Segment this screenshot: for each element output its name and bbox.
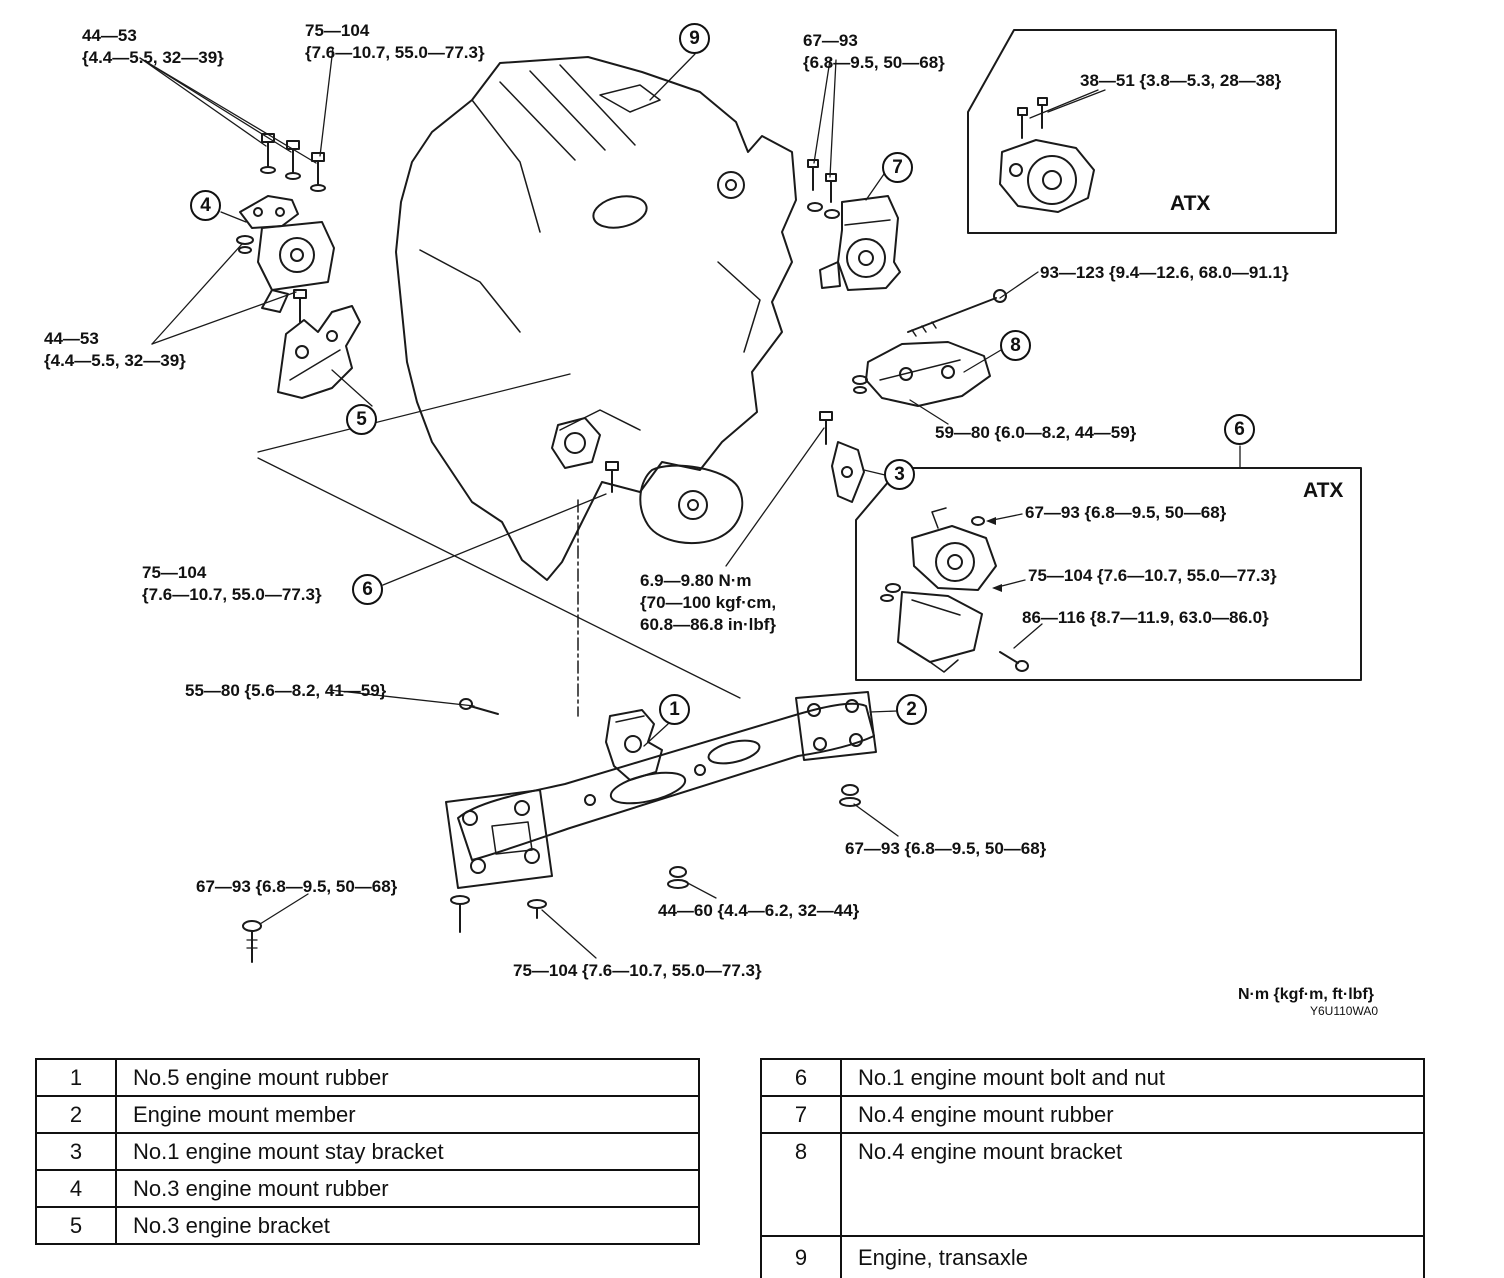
legend-num: 4: [35, 1169, 117, 1208]
torque-label-atx2-86-116: 86—116 {8.7—11.9, 63.0—86.0}: [1022, 608, 1269, 627]
callout-8: 8: [1000, 330, 1031, 361]
legend-num: 5: [35, 1206, 117, 1245]
callout-6-left: 6: [352, 574, 383, 605]
torque-label-bottom-right-67-93: 67—93 {6.8—9.5, 50—68}: [845, 839, 1047, 858]
figure-code: Y6U110WA0: [1310, 1004, 1379, 1018]
legend-row: 3 No.1 engine mount stay bracket: [35, 1132, 700, 1171]
torque-label-93-123: 93—123 {9.4—12.6, 68.0—91.1}: [1040, 263, 1289, 282]
legend-desc: Engine mount member: [115, 1095, 700, 1134]
torque-label-atx1-38-51: 38—51 {3.8—5.3, 28—38}: [1080, 71, 1282, 90]
legend-desc: No.3 engine mount rubber: [115, 1169, 700, 1208]
units-note: N·m {kgf·m, ft·lbf}: [1238, 986, 1374, 1003]
legend-num: 6: [760, 1058, 842, 1097]
legend-num: 2: [35, 1095, 117, 1134]
legend-num: 3: [35, 1132, 117, 1171]
torque-label-55-80: 55—80 {5.6—8.2, 41—59}: [185, 681, 387, 700]
legend-row: 8 No.4 engine mount bracket: [760, 1132, 1425, 1237]
torque-label-atx2-67-93: 67—93 {6.8—9.5, 50—68}: [1025, 503, 1227, 522]
callout-3: 3: [884, 459, 915, 490]
legend-num: 1: [35, 1058, 117, 1097]
legend-desc: No.1 engine mount stay bracket: [115, 1132, 700, 1171]
legend-table-right: 6 No.1 engine mount bolt and nut 7 No.4 …: [760, 1058, 1425, 1278]
callout-1: 1: [659, 694, 690, 725]
callout-7: 7: [882, 152, 913, 183]
torque-label-bottom-left-67-93: 67—93 {6.8—9.5, 50—68}: [196, 877, 398, 896]
legend-num: 9: [760, 1235, 842, 1278]
legend-desc: No.3 engine bracket: [115, 1206, 700, 1245]
legend-desc: No.4 engine mount bracket: [840, 1132, 1425, 1237]
torque-label-atx2-75-104: 75—104 {7.6—10.7, 55.0—77.3}: [1028, 566, 1277, 585]
callout-4: 4: [190, 190, 221, 221]
engine-mount-exploded-diagram: 44—53 {4.4—5.5, 32—39} 75—104 {7.6—10.7,…: [44, 21, 1379, 1018]
legend-table-left: 1 No.5 engine mount rubber 2 Engine moun…: [35, 1058, 700, 1245]
torque-label-6-9-80-nm: 6.9—9.80 N·m {70—100 kgf·cm, 60.8—86.8 i…: [640, 571, 777, 634]
atx1-label: ATX: [1170, 192, 1211, 215]
legend-desc: Engine, transaxle: [840, 1235, 1425, 1278]
legend-num: 7: [760, 1095, 842, 1134]
legend-num: 8: [760, 1132, 842, 1237]
torque-label-59-80: 59—80 {6.0—8.2, 44—59}: [935, 423, 1137, 442]
torque-label-left-44-53: 44—53 {4.4—5.5, 32—39}: [44, 329, 186, 370]
legend-row: 5 No.3 engine bracket: [35, 1206, 700, 1245]
diagram-line-art: [139, 29, 1362, 963]
atx2-label: ATX: [1303, 479, 1344, 502]
legend-row: 4 No.3 engine mount rubber: [35, 1169, 700, 1208]
legend-row: 9 Engine, transaxle: [760, 1235, 1425, 1278]
callout-2: 2: [896, 694, 927, 725]
legend-desc: No.4 engine mount rubber: [840, 1095, 1425, 1134]
torque-label-44-60: 44—60 {4.4—6.2, 32—44}: [658, 901, 860, 920]
torque-label-bottom-75-104: 75—104 {7.6—10.7, 55.0—77.3}: [513, 961, 762, 980]
legend-row: 2 Engine mount member: [35, 1095, 700, 1134]
legend-row: 7 No.4 engine mount rubber: [760, 1095, 1425, 1134]
callout-6-right: 6: [1224, 414, 1255, 445]
torque-label-topleft-44-53: 44—53 {4.4—5.5, 32—39}: [82, 26, 224, 67]
torque-label-mid-75-104: 75—104 {7.6—10.7, 55.0—77.3}: [142, 563, 322, 604]
torque-label-top-67-93: 67—93 {6.8—9.5, 50—68}: [803, 31, 945, 72]
legend-row: 1 No.5 engine mount rubber: [35, 1058, 700, 1097]
legend-desc: No.5 engine mount rubber: [115, 1058, 700, 1097]
callout-9: 9: [679, 23, 710, 54]
legend-row: 6 No.1 engine mount bolt and nut: [760, 1058, 1425, 1097]
legend-desc: No.1 engine mount bolt and nut: [840, 1058, 1425, 1097]
callout-5: 5: [346, 404, 377, 435]
torque-label-top-75-104: 75—104 {7.6—10.7, 55.0—77.3}: [305, 21, 485, 62]
